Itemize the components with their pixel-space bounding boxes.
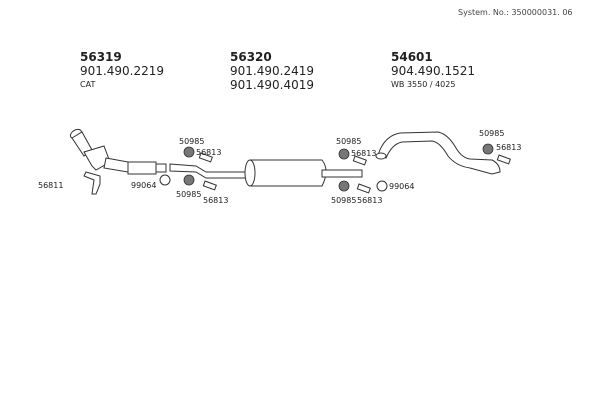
rubber-mount-icon — [482, 143, 494, 155]
callout-label: 56813 — [196, 148, 221, 157]
callout-label: 50985 — [331, 196, 356, 205]
callout-label: 56813 — [496, 143, 521, 152]
part-number: 56319 — [80, 50, 122, 64]
oe-number: 904.490.1521 — [391, 64, 475, 78]
oe-number: 901.490.4019 — [230, 78, 314, 92]
bracket-icon — [352, 155, 367, 166]
oe-number: 901.490.2419 — [230, 64, 314, 78]
rubber-mount-icon — [183, 146, 195, 158]
part-note: CAT — [80, 80, 96, 89]
front-pipe — [127, 161, 167, 175]
callout-label: 50985 — [479, 129, 504, 138]
clamp-icon — [376, 180, 388, 192]
callout-label: 56813 — [351, 149, 376, 158]
system-number: System. No.: 350000031. 06 — [458, 8, 573, 17]
callout-label: 99064 — [131, 181, 156, 190]
callout-label: 56811 — [38, 181, 63, 190]
rubber-mount-icon — [338, 148, 350, 160]
part-number: 56320 — [230, 50, 272, 64]
tail-pipe — [375, 131, 501, 175]
bracket-icon — [356, 183, 371, 194]
bracket-icon — [496, 154, 511, 165]
callout-label: 50985 — [179, 137, 204, 146]
bracket-icon — [83, 171, 101, 195]
middle-silencer — [169, 159, 363, 187]
callout-label: 50985 — [336, 137, 361, 146]
group-tail-pipe: 54601 904.490.1521 WB 3550 / 4025 — [391, 50, 475, 92]
callout-label: 56813 — [357, 196, 382, 205]
bracket-icon — [198, 152, 213, 163]
part-number: 54601 — [391, 50, 433, 64]
callout-label: 50985 — [176, 190, 201, 199]
oe-number: 901.490.2219 — [80, 64, 164, 78]
part-note: WB 3550 / 4025 — [391, 80, 456, 89]
rubber-mount-icon — [183, 174, 195, 186]
catalytic-converter — [69, 128, 129, 173]
group-middle-silencer: 56320 901.490.2419 901.490.4019 — [230, 50, 314, 92]
bracket-icon — [202, 180, 217, 191]
group-catalyst: 56319 901.490.2219 CAT — [80, 50, 164, 92]
rubber-mount-icon — [338, 180, 350, 192]
callout-label: 56813 — [203, 196, 228, 205]
callout-label: 99064 — [389, 182, 414, 191]
clamp-icon — [159, 174, 171, 186]
